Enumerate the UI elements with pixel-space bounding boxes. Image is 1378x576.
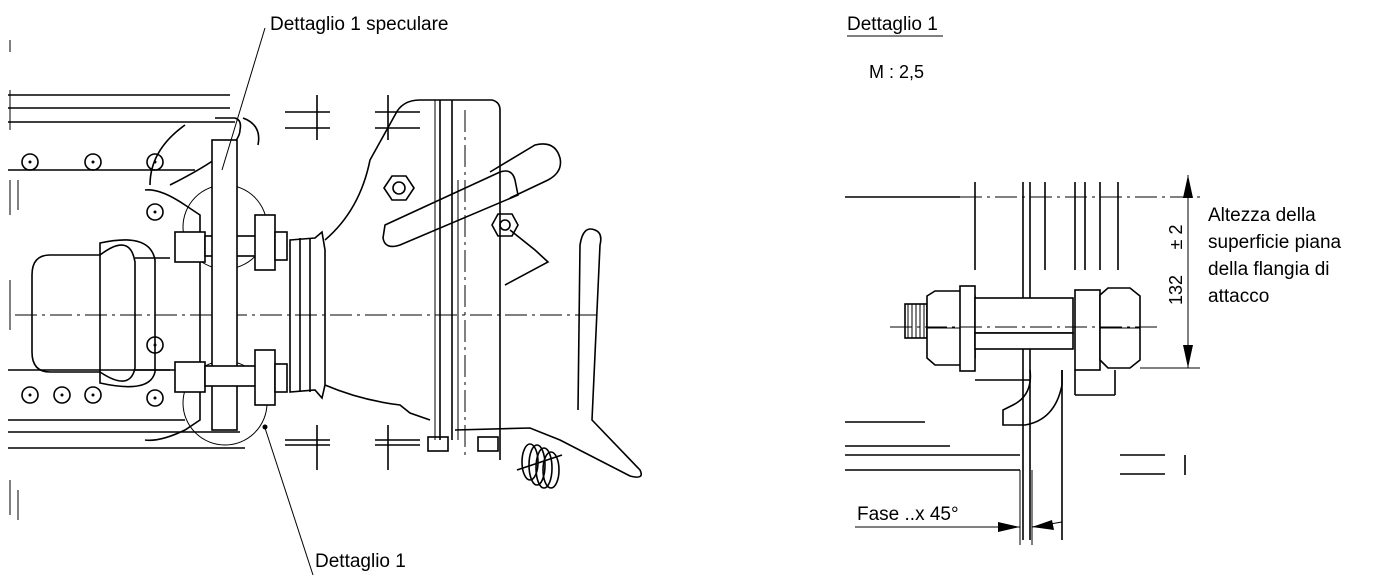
flange-bracket <box>144 188 201 442</box>
coupling-jaw <box>454 228 643 478</box>
height-dimension <box>1140 175 1200 369</box>
bottom-bolt-1 <box>427 436 449 452</box>
height-note-line-3: della flangia di <box>1208 259 1329 280</box>
chamfer-dimension <box>855 470 1063 545</box>
detail-view: Dettaglio 1 M : 2,5 <box>845 14 1342 545</box>
dimension-tolerance: ± 2 <box>1166 225 1186 250</box>
label-detail-mirror: Dettaglio 1 speculare <box>270 14 449 35</box>
detail-scale: M : 2,5 <box>869 62 924 82</box>
height-note-line-2: superficie piana <box>1208 232 1342 253</box>
bottom-bolt-2 <box>477 436 499 452</box>
detail-title: Dettaglio 1 <box>847 14 938 35</box>
dimension-value: 132 <box>1166 275 1186 305</box>
lever-handle <box>489 143 562 199</box>
label-detail: Dettaglio 1 <box>315 551 406 572</box>
actuator-housing <box>31 244 136 382</box>
detail-bolt <box>904 285 1141 372</box>
hex-nut-1 <box>383 175 415 201</box>
leader-mirror <box>221 27 266 171</box>
rail-holes <box>21 153 164 407</box>
lower-bolt <box>174 349 288 406</box>
leader-detail <box>264 427 314 576</box>
height-note-line-1: Altezza della <box>1208 205 1316 226</box>
height-note-line-4: attacco <box>1208 286 1269 307</box>
cross-marks <box>285 95 420 470</box>
chamfer-label: Fase ..x 45° <box>857 504 959 525</box>
assembly-view: Dettaglio 1 speculare Dettaglio 1 <box>8 14 643 576</box>
detail-flange <box>1002 369 1063 426</box>
coil-spring <box>516 443 563 489</box>
frame-rails <box>8 40 245 520</box>
hex-nut-2 <box>491 213 519 237</box>
